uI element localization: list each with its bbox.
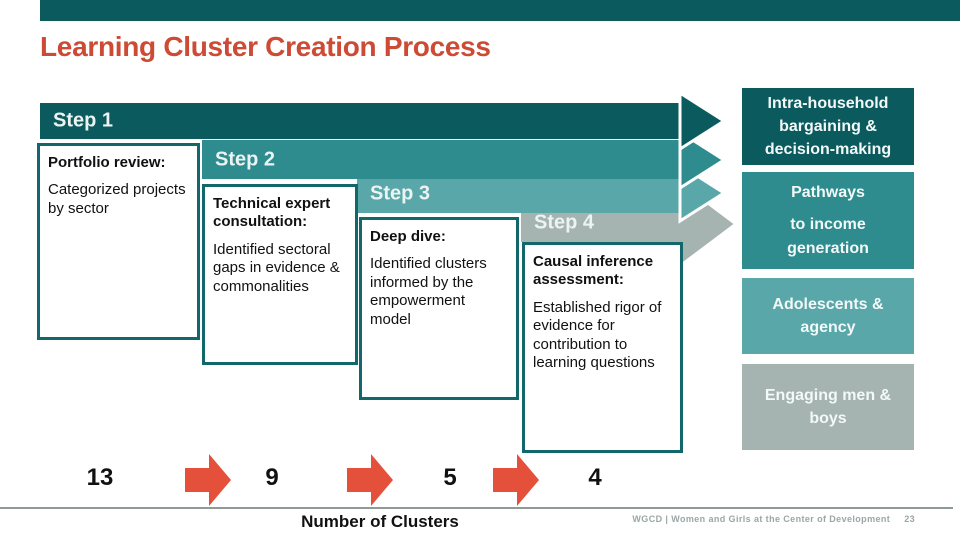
step-2-heading: Technical expert consultation: (213, 195, 331, 231)
step-2-header-band: Step 2 (202, 140, 682, 179)
step-3-body: Identified clusters informed by the empo… (370, 255, 487, 329)
slide-title: Learning Cluster Creation Process (40, 31, 491, 62)
outcome-box-adolescents-label: Adolescents & agency (772, 295, 884, 336)
step-2-detail-box: Technical expert consultation: Identifie… (202, 184, 358, 365)
footer-text: WGCD | Women and Girls at the Center of … (632, 514, 891, 524)
step-3-detail-box: Deep dive: Identified clusters informed … (359, 217, 519, 400)
step-1-arrowhead-icon (678, 87, 730, 155)
page-number: 23 (904, 514, 915, 524)
outcome-box-pathways-label: Pathways (791, 184, 865, 202)
number-of-clusters-label: Number of Clusters (301, 512, 459, 531)
step-1-detail-box: Portfolio review: Categorized projects b… (37, 143, 200, 340)
cluster-count-3: 5 (443, 464, 457, 491)
step-4-body: Established rigor of evidence for contri… (533, 298, 662, 372)
step-4-label: Step 4 (534, 211, 595, 234)
step-3-label: Step 3 (370, 182, 431, 204)
outcome-box-intra-household-label: Intra-household bargaining & decision-ma… (764, 94, 892, 159)
flow-arrow-icon (493, 451, 541, 514)
cluster-count-2: 9 (265, 464, 279, 491)
outcome-box-pathways-income: Pathways to income generation (742, 172, 914, 269)
step-3-heading: Deep dive: (370, 228, 446, 245)
outcome-box-engaging-label: Engaging men & boys (764, 386, 892, 427)
cluster-count-4: 4 (588, 464, 602, 491)
step-4-heading: Causal inference assessment: (533, 253, 654, 289)
step-4-detail-box: Causal inference assessment: Established… (522, 242, 683, 453)
outcome-box-income-label: to income generation (787, 216, 869, 257)
step-1-header-band: Step 1 (40, 103, 682, 139)
outcome-box-intra-household: Intra-household bargaining & decision-ma… (742, 88, 914, 165)
outcome-box-adolescents-agency: Adolescents & agency (742, 278, 914, 354)
step-1-heading: Portfolio review: (48, 154, 166, 171)
cluster-count-1: 13 (86, 464, 114, 491)
step-2-arrowhead-icon (678, 126, 730, 194)
flow-arrow-icon (347, 451, 395, 514)
top-accent-bar (40, 0, 960, 21)
flow-arrow-icon (185, 451, 233, 514)
footer-divider-line (0, 507, 953, 509)
footer: WGCD | Women and Girls at the Center of … (560, 514, 915, 524)
step-1-body: Categorized projects by sector (48, 181, 186, 217)
step-3-header-band: Step 3 (357, 174, 682, 213)
step-1-label: Step 1 (53, 109, 114, 132)
step-2-label: Step 2 (215, 148, 276, 170)
step-2-body: Identified sectoral gaps in evidence & c… (213, 240, 340, 295)
outcome-box-engaging-men-boys: Engaging men & boys (742, 364, 914, 450)
